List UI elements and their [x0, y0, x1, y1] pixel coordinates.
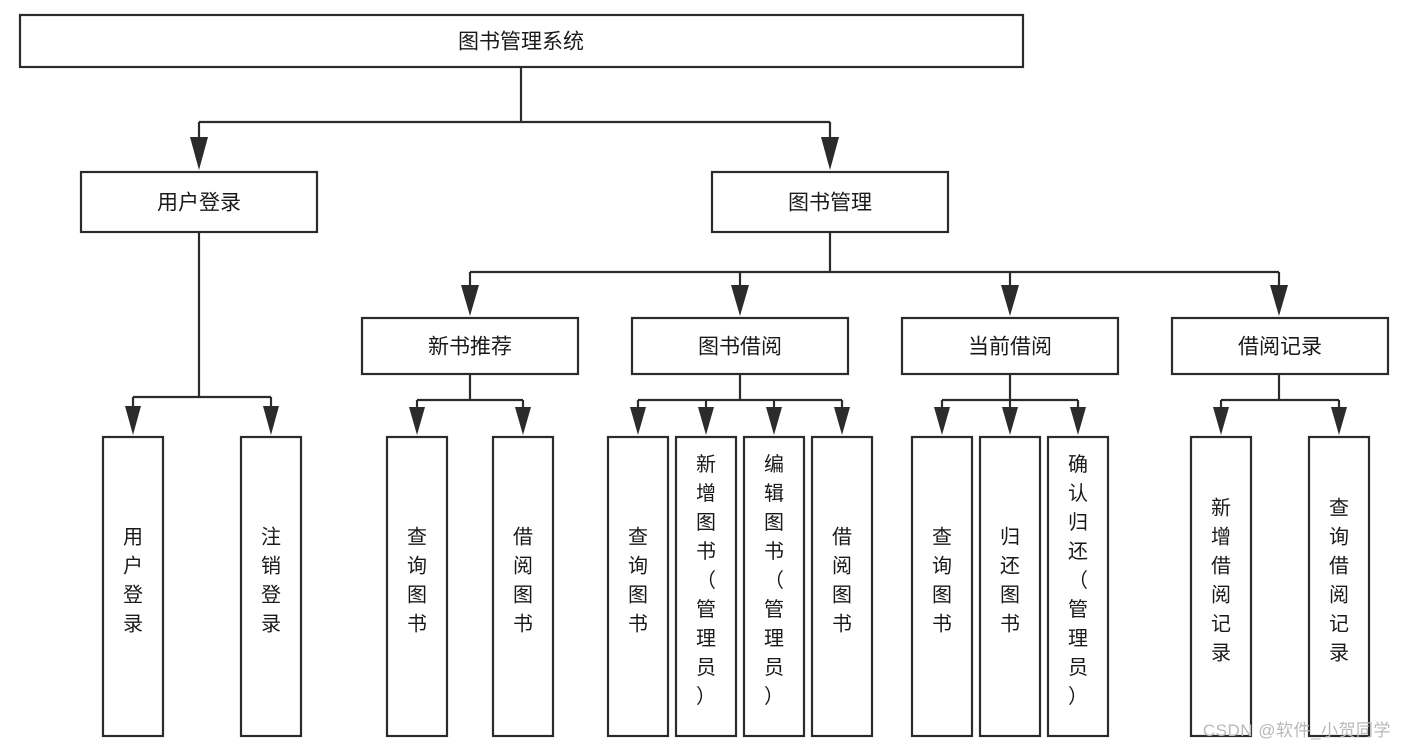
- node-book-borrow-label: 图书借阅: [698, 336, 782, 359]
- arrow-to-borrow-record: [1270, 285, 1288, 316]
- leaf-book-borrow-3[interactable]: 编辑图书（管理员）: [742, 435, 806, 738]
- node-book-borrow-box[interactable]: [630, 316, 850, 376]
- node-current-borrow[interactable]: 当前借阅: [900, 316, 1120, 376]
- leaf-borrow-record-1[interactable]: 新增借阅记录: [1189, 435, 1253, 738]
- arrow-to-current-borrow: [1001, 285, 1019, 316]
- arrow-to-book-borrow: [731, 285, 749, 316]
- leaf-book-borrow-2[interactable]: 新增图书（管理员）: [674, 435, 738, 738]
- node-book-borrow[interactable]: 图书借阅: [630, 316, 850, 376]
- arrow-root-to-book-mgmt: [821, 137, 839, 170]
- arrow-borrow-record-leaf-1: [1213, 407, 1229, 435]
- leaf-current-borrow-1-box[interactable]: [910, 435, 974, 738]
- node-user-login[interactable]: 用户登录: [79, 170, 319, 234]
- leaf-borrow-record-1-box[interactable]: [1189, 435, 1253, 738]
- node-book-management-label: 图书管理: [788, 192, 872, 215]
- node-new-book-recommend-label: 新书推荐: [428, 336, 512, 359]
- arrow-current-borrow-leaf-2: [1002, 407, 1018, 435]
- arrow-current-borrow-leaf-1: [934, 407, 950, 435]
- node-book-management[interactable]: 图书管理: [710, 170, 950, 234]
- leaf-borrow-record-2[interactable]: 查询借阅记录: [1307, 435, 1371, 738]
- node-new-book-recommend-box[interactable]: [360, 316, 580, 376]
- leaf-book-borrow-3-label: 编辑图书（管理员）: [764, 453, 784, 708]
- leaf-book-borrow-3-box[interactable]: [742, 435, 806, 738]
- leaf-current-borrow-3-label: 确认归还（管理员）: [1068, 453, 1088, 708]
- leaf-current-borrow-1-label: 查询图书: [932, 526, 952, 636]
- leaf-current-borrow-3[interactable]: 确认归还（管理员）: [1046, 435, 1110, 738]
- leaf-borrow-record-2-label: 查询借阅记录: [1329, 497, 1349, 665]
- watermark: CSDN @软件_小贺同学: [1202, 721, 1391, 740]
- leaf-user-login-1[interactable]: 用户登录: [101, 435, 165, 738]
- arrow-user-login-leaf-1: [125, 406, 141, 435]
- node-borrow-record-label: 借阅记录: [1238, 336, 1322, 359]
- arrow-new-book-leaf-1: [409, 407, 425, 435]
- leaf-new-book-1-label: 查询图书: [407, 526, 427, 636]
- leaf-book-borrow-2-label: 新增图书（管理员）: [696, 453, 716, 708]
- leaf-current-borrow-2[interactable]: 归还图书: [978, 435, 1042, 738]
- leaf-new-book-1-box[interactable]: [385, 435, 449, 738]
- leaf-current-borrow-1[interactable]: 查询图书: [910, 435, 974, 738]
- arrow-current-borrow-leaf-3: [1070, 407, 1086, 435]
- arrow-root-to-user-login: [190, 137, 208, 170]
- node-current-borrow-box[interactable]: [900, 316, 1120, 376]
- node-root-box[interactable]: [18, 13, 1025, 69]
- leaf-book-borrow-1-box[interactable]: [606, 435, 670, 738]
- connectors: [125, 67, 1347, 435]
- leaf-user-login-2-box[interactable]: [239, 435, 303, 738]
- leaf-book-borrow-4-box[interactable]: [810, 435, 874, 738]
- leaf-borrow-record-2-box[interactable]: [1307, 435, 1371, 738]
- arrow-new-book-leaf-2: [515, 407, 531, 435]
- leaf-user-login-1-label: 用户登录: [123, 527, 143, 636]
- leaf-user-login-2-label: 注销登录: [261, 526, 281, 636]
- leaf-new-book-1[interactable]: 查询图书: [385, 435, 449, 738]
- leaf-user-login-2[interactable]: 注销登录: [239, 435, 303, 738]
- leaf-current-borrow-2-label: 归还图书: [1000, 526, 1020, 636]
- node-user-login-label: 用户登录: [157, 192, 241, 215]
- node-new-book-recommend[interactable]: 新书推荐: [360, 316, 580, 376]
- node-root-label: 图书管理系统: [458, 31, 584, 54]
- node-root[interactable]: 图书管理系统: [18, 13, 1025, 69]
- arrow-user-login-leaf-2: [263, 406, 279, 435]
- leaf-new-book-2-box[interactable]: [491, 435, 555, 738]
- leaf-book-borrow-1-label: 查询图书: [628, 526, 648, 636]
- leaf-book-borrow-4-label: 借阅图书: [832, 526, 852, 636]
- leaf-current-borrow-3-box[interactable]: [1046, 435, 1110, 738]
- arrow-borrow-record-leaf-2: [1331, 407, 1347, 435]
- leaf-book-borrow-4[interactable]: 借阅图书: [810, 435, 874, 738]
- leaf-new-book-2[interactable]: 借阅图书: [491, 435, 555, 738]
- leaf-book-borrow-1[interactable]: 查询图书: [606, 435, 670, 738]
- leaf-user-login-1-box[interactable]: [101, 435, 165, 738]
- node-current-borrow-label: 当前借阅: [968, 336, 1052, 359]
- leaf-new-book-2-label: 借阅图书: [513, 526, 533, 636]
- leaf-book-borrow-2-box[interactable]: [674, 435, 738, 738]
- leaf-borrow-record-1-label: 新增借阅记录: [1211, 497, 1231, 665]
- arrow-book-borrow-leaf-1: [630, 407, 646, 435]
- arrow-book-borrow-leaf-2: [698, 407, 714, 435]
- node-borrow-record[interactable]: 借阅记录: [1170, 316, 1390, 376]
- node-user-login-box[interactable]: [79, 170, 319, 234]
- arrow-book-borrow-leaf-3: [766, 407, 782, 435]
- node-book-management-box[interactable]: [710, 170, 950, 234]
- node-borrow-record-box[interactable]: [1170, 316, 1390, 376]
- arrow-to-new-book: [461, 285, 479, 316]
- arrow-book-borrow-leaf-4: [834, 407, 850, 435]
- leaf-current-borrow-2-box[interactable]: [978, 435, 1042, 738]
